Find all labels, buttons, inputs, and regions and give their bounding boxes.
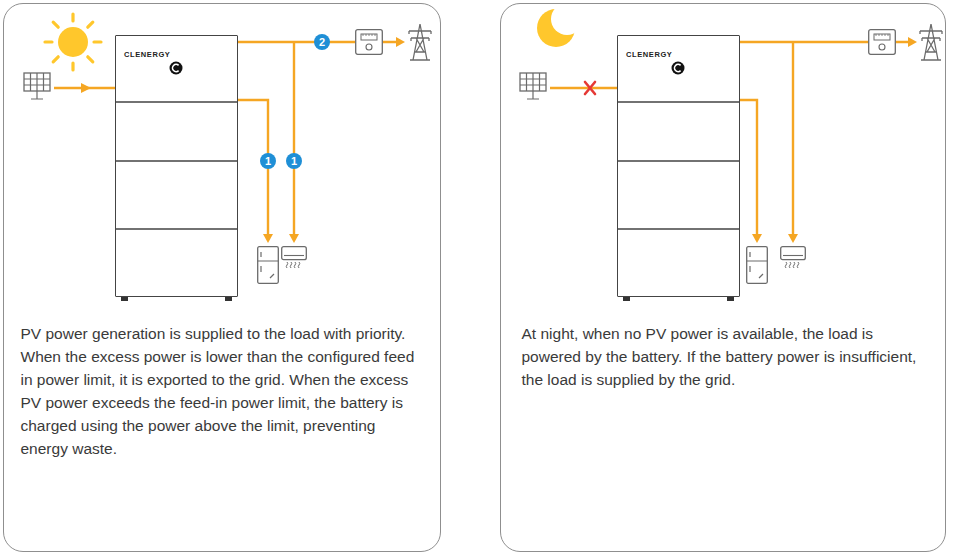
moon-icon-part <box>551 3 583 35</box>
battery-modules-part <box>170 62 183 75</box>
power-flow-line-part <box>289 234 299 243</box>
pv-panel-icon <box>24 73 50 99</box>
sun-icon <box>45 14 101 70</box>
brand-label: CLENERGY <box>124 50 170 59</box>
sun-icon-part <box>58 27 88 57</box>
meter-icon <box>356 30 383 55</box>
fridge-load-icon <box>258 247 279 284</box>
cut-mark <box>585 82 595 94</box>
battery-cabinet: CLENERGY <box>617 35 740 297</box>
pv-panel-icon <box>520 73 546 99</box>
meter-icon <box>869 30 896 55</box>
power-flow-line-part <box>54 42 398 236</box>
battery-modules-part <box>675 64 681 71</box>
battery-modules-part <box>617 102 740 229</box>
power-flow-line-part <box>752 234 762 243</box>
battery-modules-part <box>672 62 685 75</box>
power-flow-line <box>550 37 917 243</box>
battery-modules-part <box>623 297 630 301</box>
battery-modules-part <box>115 102 238 229</box>
grid-tower-icon <box>409 24 431 60</box>
fridge-load-icon <box>747 247 768 284</box>
battery-modules <box>617 62 740 302</box>
callout-number: 1 <box>260 153 276 169</box>
power-flow-line-part <box>788 234 798 243</box>
battery-modules-part <box>225 297 232 301</box>
scenario-panel: At night, when no PV power is available,… <box>500 3 946 552</box>
power-flow-line <box>54 37 405 243</box>
description-text: PV power generation is supplied to the l… <box>21 322 426 460</box>
ac-load-icon <box>282 247 307 268</box>
power-flow-line-part <box>550 42 910 236</box>
sun-icon-part <box>45 14 101 70</box>
callout-number: 2 <box>314 34 330 50</box>
battery-modules-part <box>121 297 128 301</box>
battery-modules <box>115 62 238 302</box>
description-text: At night, when no PV power is available,… <box>522 322 927 391</box>
power-flow-line-part <box>396 37 405 47</box>
power-flow-line-part <box>908 37 917 47</box>
brand-label: CLENERGY <box>626 50 672 59</box>
battery-modules-part <box>727 297 734 301</box>
battery-cabinet: CLENERGY <box>115 35 238 297</box>
power-flow-line-part <box>81 83 91 93</box>
power-flow-line-part <box>263 234 273 243</box>
ac-load-icon <box>781 247 806 268</box>
battery-modules-part <box>173 64 179 71</box>
grid-tower-icon <box>920 24 942 60</box>
moon-icon <box>537 3 583 47</box>
scenario-panel: PV power generation is supplied to the l… <box>3 3 441 552</box>
callout-number: 1 <box>286 153 302 169</box>
